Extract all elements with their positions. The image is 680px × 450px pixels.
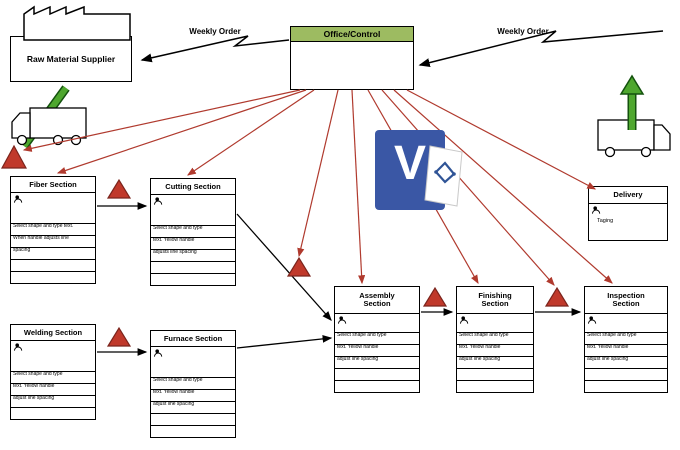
- data-row: [11, 407, 95, 419]
- process-title: Inspection Section: [585, 287, 667, 314]
- office-control-label: Office/Control: [323, 29, 381, 39]
- operator-icon: [14, 195, 23, 203]
- control-line: [351, 89, 366, 285]
- operator-icon: [154, 197, 163, 205]
- data-row: text. Yellow handle: [335, 344, 419, 356]
- operator-icon: [592, 206, 601, 214]
- green-arrow-outbound: [619, 74, 645, 130]
- truck-icon: [11, 107, 87, 146]
- operator-icon: [154, 349, 163, 357]
- operator-cell: [151, 347, 235, 377]
- inventory-triangle-icon: [0, 144, 28, 169]
- data-row: adjusts line spacing: [151, 249, 235, 261]
- data-row: [585, 368, 667, 380]
- process-furnace-section: Furnace Section Select shape and type te…: [150, 330, 236, 438]
- data-row: [335, 380, 419, 392]
- data-row: [457, 380, 533, 392]
- operator-cell: Taging: [589, 204, 667, 240]
- data-row: Select shape and type: [151, 377, 235, 389]
- truck-icon: [597, 119, 671, 158]
- delivery-box: Delivery Taging: [588, 186, 668, 241]
- operator-cell: [585, 314, 667, 332]
- control-line: [22, 89, 301, 152]
- data-row: text. Yellow handle: [151, 237, 235, 249]
- data-row: Select shape and type text.: [11, 223, 95, 235]
- data-row: adjust line spacing: [11, 395, 95, 407]
- process-title: Furnace Section: [151, 331, 235, 347]
- visio-logo: V: [374, 126, 466, 216]
- data-row: [11, 259, 95, 271]
- data-row: adjust line spacing: [585, 356, 667, 368]
- data-row: [151, 425, 235, 437]
- process-title: Fiber Section: [11, 177, 95, 193]
- zigzag-order-right: [418, 30, 664, 68]
- inventory-triangle-icon: [106, 326, 132, 347]
- weekly-order-label-right: Weekly Order: [497, 27, 549, 36]
- delivery-title: Delivery: [589, 187, 667, 204]
- operator-cell: [151, 195, 235, 225]
- supplier-label: Raw Material Supplier: [26, 54, 116, 64]
- operator-icon: [14, 343, 23, 351]
- control-line: [187, 89, 315, 176]
- zigzag-order-left: [140, 35, 290, 63]
- inventory-triangle-icon: [544, 286, 570, 307]
- operator-cell: [457, 314, 533, 332]
- data-row: text. Yellow handle: [585, 344, 667, 356]
- data-row: [457, 368, 533, 380]
- process-assembly-section: Assembly Section Select shape and type t…: [334, 286, 420, 393]
- process-title: Cutting Section: [151, 179, 235, 195]
- process-title: Assembly Section: [335, 287, 419, 314]
- process-fiber-section: Fiber Section Select shape and type text…: [10, 176, 96, 284]
- process-title: Welding Section: [11, 325, 95, 341]
- data-row: adjust line spacing: [151, 401, 235, 413]
- data-row: text. Yellow handle: [457, 344, 533, 356]
- data-row: [585, 380, 667, 392]
- process-inspection-section: Inspection Section Select shape and type…: [584, 286, 668, 393]
- operator-cell: [335, 314, 419, 332]
- process-finishing-section: Finishing Section Select shape and type …: [456, 286, 534, 393]
- data-row: [151, 413, 235, 425]
- office-control-header: Office/Control: [291, 27, 413, 42]
- visio-logo-letter: V: [393, 137, 426, 190]
- data-row: spacing: [11, 247, 95, 259]
- flow-furnace-assembly: [236, 335, 333, 349]
- data-row: text. Yellow handle: [151, 389, 235, 401]
- supplier-box: Raw Material Supplier: [10, 36, 132, 82]
- control-line: [297, 89, 339, 258]
- weekly-order-label-left: Weekly Order: [189, 27, 241, 36]
- data-row: adjust line spacing: [335, 356, 419, 368]
- data-row: adjust line spacing: [457, 356, 533, 368]
- data-row: Select shape and type: [11, 371, 95, 383]
- data-row: [11, 271, 95, 283]
- control-line: [56, 89, 307, 174]
- data-row: [151, 273, 235, 285]
- data-row: When handle adjusts line: [11, 235, 95, 247]
- process-cutting-section: Cutting Section Select shape and type te…: [150, 178, 236, 286]
- data-row: Select shape and type: [335, 332, 419, 344]
- inventory-triangle-icon: [286, 256, 312, 277]
- operator-icon: [338, 316, 347, 324]
- data-row: [151, 261, 235, 273]
- operator-icon: [460, 316, 469, 324]
- data-row: text. Yellow handle: [11, 383, 95, 395]
- operator-cell: [11, 341, 95, 371]
- flow-cutting-assembly: [236, 213, 332, 321]
- delivery-note: Taging: [597, 218, 614, 224]
- inventory-triangle-icon: [422, 286, 448, 307]
- control-lines: [22, 89, 613, 286]
- process-title: Finishing Section: [457, 287, 533, 314]
- data-row: [335, 368, 419, 380]
- data-row: Select shape and type: [585, 332, 667, 344]
- operator-icon: [588, 316, 597, 324]
- office-control-box: Office/Control: [290, 26, 414, 90]
- data-row: Select shape and type: [151, 225, 235, 237]
- green-arrow-inbound: [20, 85, 70, 149]
- operator-cell: [11, 193, 95, 223]
- inventory-triangle-icon: [106, 178, 132, 199]
- data-row: Select shape and type: [457, 332, 533, 344]
- process-welding-section: Welding Section Select shape and type te…: [10, 324, 96, 420]
